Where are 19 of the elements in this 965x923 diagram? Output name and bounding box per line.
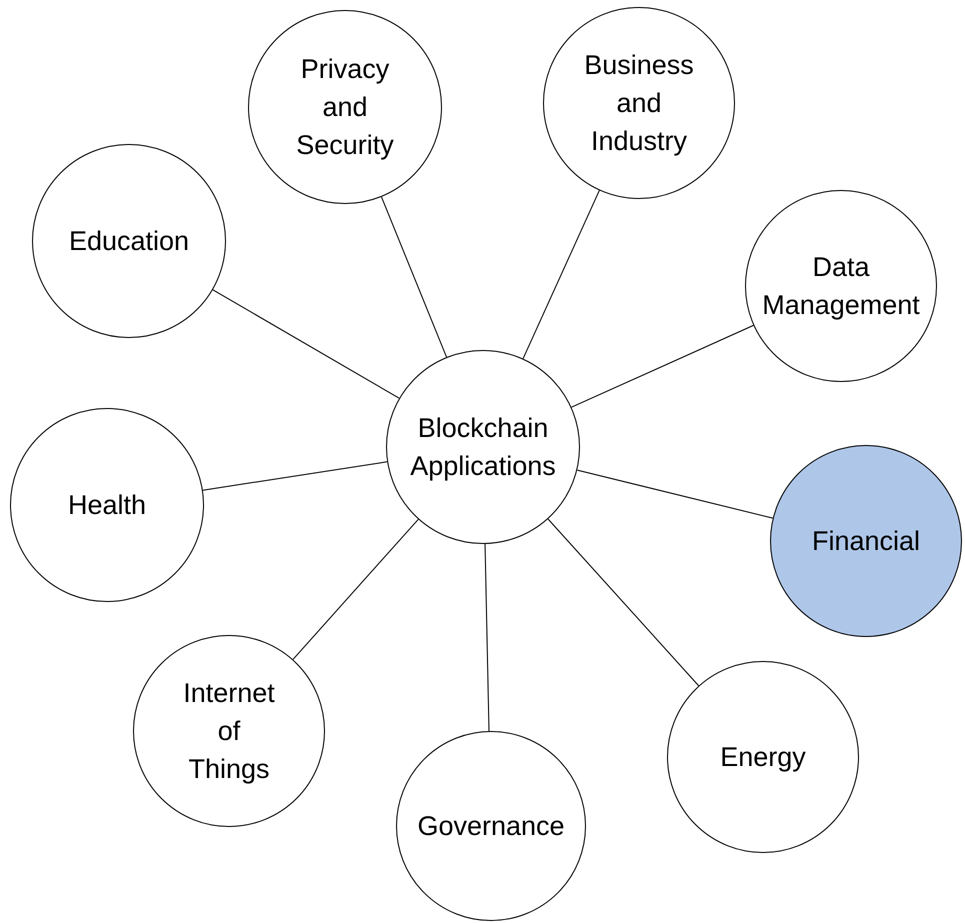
topic-label: Education bbox=[68, 225, 190, 258]
topic-label: Internet of Things bbox=[183, 677, 275, 786]
connector-line bbox=[380, 196, 448, 358]
connector-line bbox=[576, 470, 774, 519]
connector-line bbox=[212, 289, 400, 399]
topic-label: Business and Industry bbox=[584, 49, 694, 158]
topic-label: Health bbox=[68, 489, 146, 522]
topic-label: Financial bbox=[812, 525, 920, 558]
connector-line bbox=[202, 461, 388, 491]
connector-line bbox=[570, 324, 754, 408]
topic-label: Blockchain Applications bbox=[410, 412, 556, 483]
connector-line bbox=[548, 518, 700, 686]
topic-label: Data Management bbox=[762, 251, 920, 322]
topic-label: Governance bbox=[417, 810, 565, 843]
topic-label: Energy bbox=[720, 741, 806, 774]
connector-line bbox=[522, 190, 600, 360]
connector-line bbox=[292, 518, 419, 660]
connector-line bbox=[484, 543, 490, 732]
topic-label: Privacy and Security bbox=[296, 53, 394, 162]
